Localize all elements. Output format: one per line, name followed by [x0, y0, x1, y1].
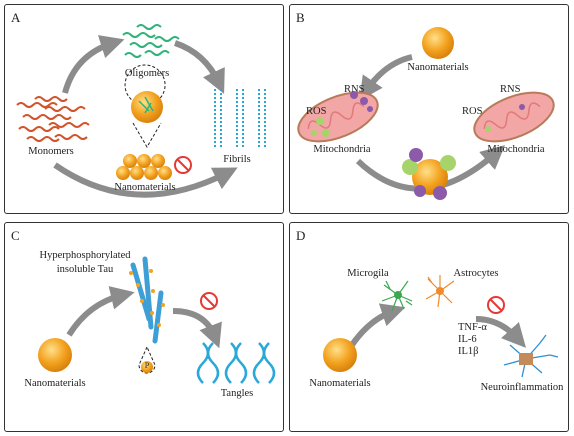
panel-c-letter: C: [11, 228, 20, 243]
fibrils-label: Fibrils: [223, 154, 251, 165]
arrow-monomer-to-oligomer: [62, 35, 125, 94]
phosphate-dots: [129, 269, 165, 327]
oligomers-label: Oligomers: [124, 68, 170, 79]
nanomaterials-label-d: Nanomaterials: [309, 378, 371, 389]
panel-a-graphic: [16, 24, 266, 198]
ros-label-left: ROS: [306, 106, 327, 117]
tau-label-line2: insoluble Tau: [56, 264, 114, 275]
mitochondria-icon-right: [473, 91, 555, 143]
ros-label-right: ROS: [462, 106, 483, 117]
arrow-oligomer-to-fibril: [173, 40, 225, 94]
panel-c-graphic: [38, 256, 276, 384]
nanomaterials-label-a: Nanomaterials: [114, 182, 176, 193]
panel-d-graphic: [323, 275, 559, 378]
prohibit-icon: [200, 292, 218, 310]
neuroinflammation-label: Neuroinflammation: [480, 382, 564, 393]
phosphate-icon: [141, 361, 153, 373]
oligomer-cluster: [122, 24, 180, 58]
magnify-bubble: [124, 64, 166, 148]
nanomaterials-label-b: Nanomaterials: [407, 62, 469, 73]
ros-particles-left: [311, 117, 330, 137]
arrow-glia-to-neuro: [475, 316, 527, 348]
astrocyte-icon: [425, 275, 455, 308]
neuron-icon: [503, 334, 559, 378]
panel-d-letter: D: [296, 228, 306, 243]
dna-helix-icon: [196, 342, 276, 384]
tangles-label: Tangles: [220, 388, 254, 399]
monomers-label: Monomers: [28, 146, 74, 157]
panel-a: A Oligomers Monomers Fibrils Nanomateria…: [4, 4, 284, 214]
astrocyte-body: [436, 287, 444, 295]
astrocytes-label: Astrocytes: [453, 268, 499, 279]
nanoparticle-icon: [323, 338, 357, 372]
nanomaterials-label-c: Nanomaterials: [24, 378, 86, 389]
tau-filaments: [130, 256, 164, 344]
panel-b: B Nanomaterials RNS ROS Mitochondria RNS…: [289, 4, 569, 214]
mitochondria-label-right: Mitochondria: [487, 144, 545, 155]
neuron-body: [519, 353, 533, 365]
bound-oligomers: [138, 96, 154, 114]
panel-c: C Hyperphosphorylated insoluble Tau P Na…: [4, 222, 284, 432]
prohibit-icon: [487, 296, 505, 314]
rns-label-right: RNS: [500, 84, 521, 95]
mitochondria-label-left: Mitochondria: [313, 144, 371, 155]
arrow-tau-to-tangles: [172, 308, 222, 349]
prohibit-icon: [174, 156, 192, 174]
rns-particles-left: [350, 91, 373, 112]
arrow-np-to-tau: [66, 286, 135, 337]
panel-b-graphic: [297, 27, 555, 200]
il1-label: IL1β: [458, 346, 479, 357]
panel-a-letter: A: [11, 10, 21, 25]
fibril-stacks: [214, 89, 266, 149]
microglia-body: [394, 291, 402, 299]
microglia-label: Microgila: [347, 268, 389, 279]
arrow-monomer-to-fibril: [53, 162, 238, 198]
phosphate-label: P: [144, 361, 150, 370]
rns-label-left: RNS: [344, 84, 365, 95]
tau-label-line1: Hyperphosphorylated: [39, 250, 131, 261]
arrow-np-to-glia: [349, 303, 406, 347]
mitochondria-icon: [297, 91, 379, 143]
monomer-strands: [16, 96, 90, 142]
arrow-np-to-mito: [359, 54, 413, 101]
nanoparticle-icon: [38, 338, 72, 372]
microglia-icon: [381, 280, 413, 312]
nanoparticle-scavenging: [402, 148, 456, 200]
nanoparticle-icon: [422, 27, 454, 59]
nanoparticle-cluster: [116, 154, 172, 180]
panel-b-letter: B: [296, 10, 305, 25]
nanoparticle-icon: [131, 91, 163, 123]
tnf-label: TNF-α: [458, 322, 487, 333]
panel-d: D Microgila Astrocytes TNF-α IL-6 IL1β N…: [289, 222, 569, 432]
il6-label: IL-6: [458, 334, 477, 345]
